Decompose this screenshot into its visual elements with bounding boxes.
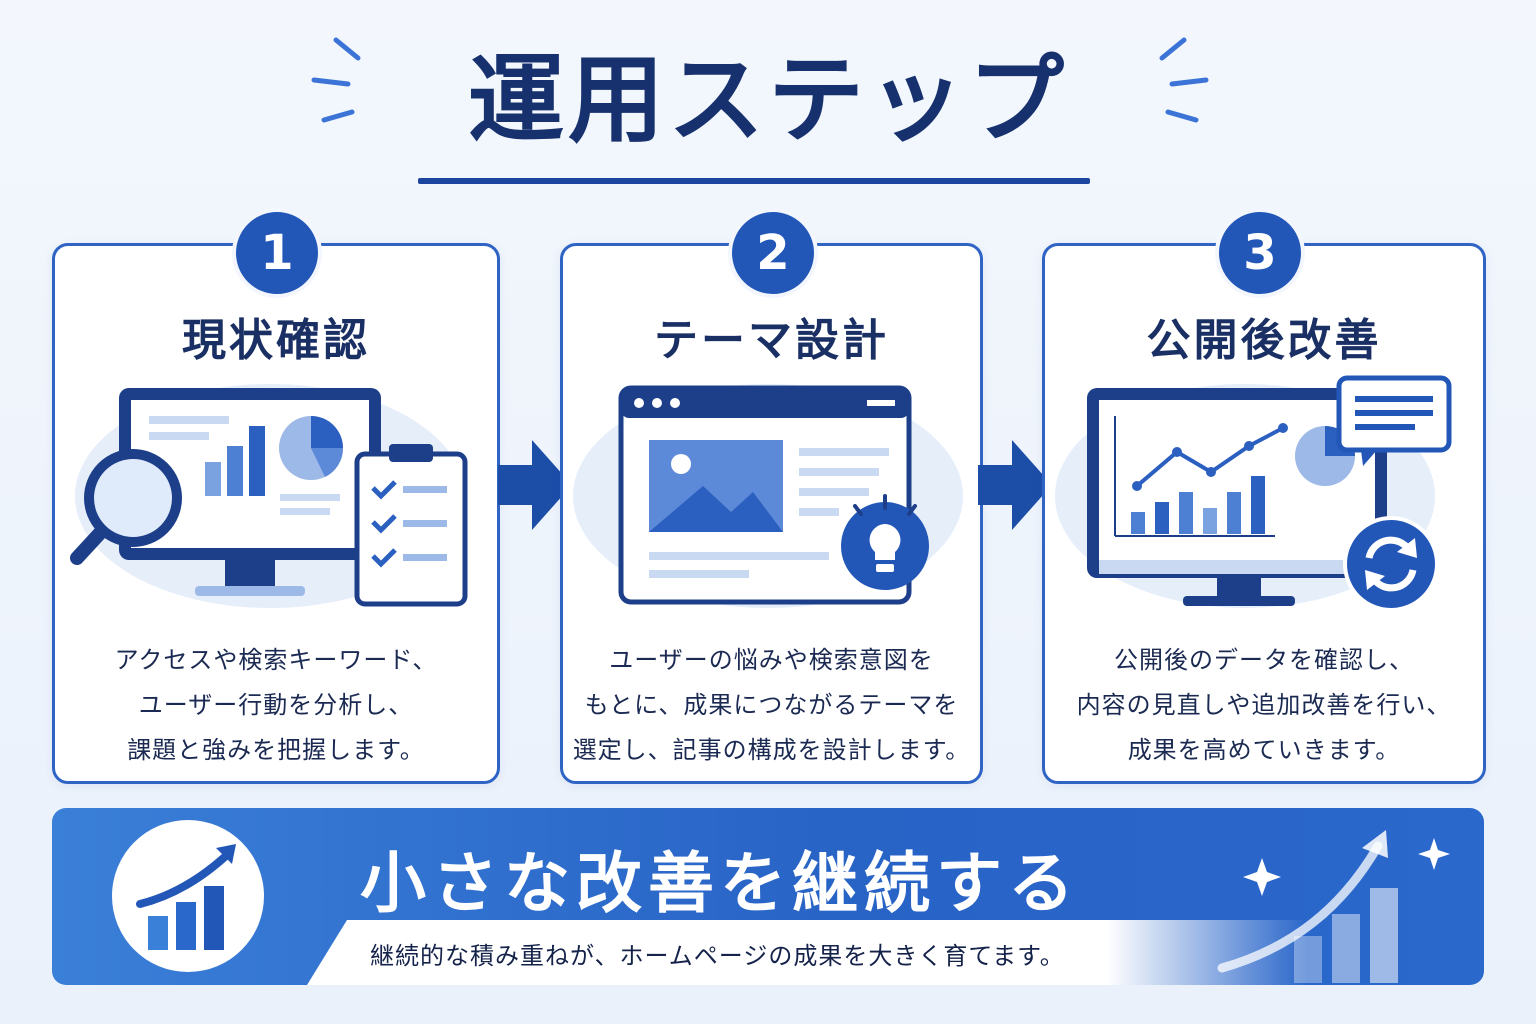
step-number-badge-3: 3 — [1215, 208, 1305, 298]
right-arrow-icon — [498, 440, 572, 530]
line-chart-monitor-icon — [1055, 375, 1452, 612]
step-description: 公開後のデータを確認し、 内容の見直しや追加改善を行い、 成果を高めていきます。 — [1076, 646, 1452, 764]
step-description: アクセスや検索キーワード、 ユーザー行動を分析し、 課題と強みを把握します。 — [114, 646, 438, 764]
step-description: ユーザーの悩みや検索意図を もとに、成果につながるテーマを 選定し、記事の構成を… — [572, 646, 971, 764]
title-underline — [418, 178, 1090, 184]
step-card-3: 公開後改善 公開後のデータを確認し、 内容の見 — [1042, 243, 1486, 784]
step-title: 現状確認 — [182, 315, 370, 366]
continuous-improvement-banner: 小さな改善を継続する 継続的な積み重ねが、ホームページの成果を大きく育てます。 — [52, 808, 1484, 985]
spark-right-icon — [1159, 37, 1209, 123]
growth-chart-icon — [112, 820, 264, 972]
monitor-analytics-icon — [70, 384, 468, 608]
rising-bars-decoration-icon — [1217, 830, 1450, 983]
step-title: 公開後改善 — [1146, 315, 1382, 366]
step-card-1: 現状確認 アクセスや検索キーワード、 ユーザー行動を分析し、 課題と強みを把握し… — [52, 243, 500, 784]
browser-layout-icon — [573, 384, 963, 608]
banner-subtitle: 継続的な積み重ねが、ホームページの成果を大きく育てます。 — [370, 942, 1065, 970]
step-title: テーマ設計 — [654, 315, 889, 366]
banner-subtitle-strip — [307, 920, 1307, 985]
spark-left-icon — [311, 37, 361, 123]
sparkle-icon — [1418, 838, 1450, 870]
banner-title: 小さな改善を継続する — [360, 845, 1080, 922]
right-arrow-icon — [978, 440, 1052, 530]
step-number-badge-1: 1 — [232, 208, 322, 298]
step-card-2: テーマ設計 ユーザーの悩みや検索意図を もとに、成果につながるテーマを 選定し、… — [560, 243, 983, 784]
page-title: 運用ステップ — [468, 44, 1068, 156]
step-number-badge-2: 2 — [728, 208, 818, 298]
sparkle-icon — [1243, 858, 1281, 896]
